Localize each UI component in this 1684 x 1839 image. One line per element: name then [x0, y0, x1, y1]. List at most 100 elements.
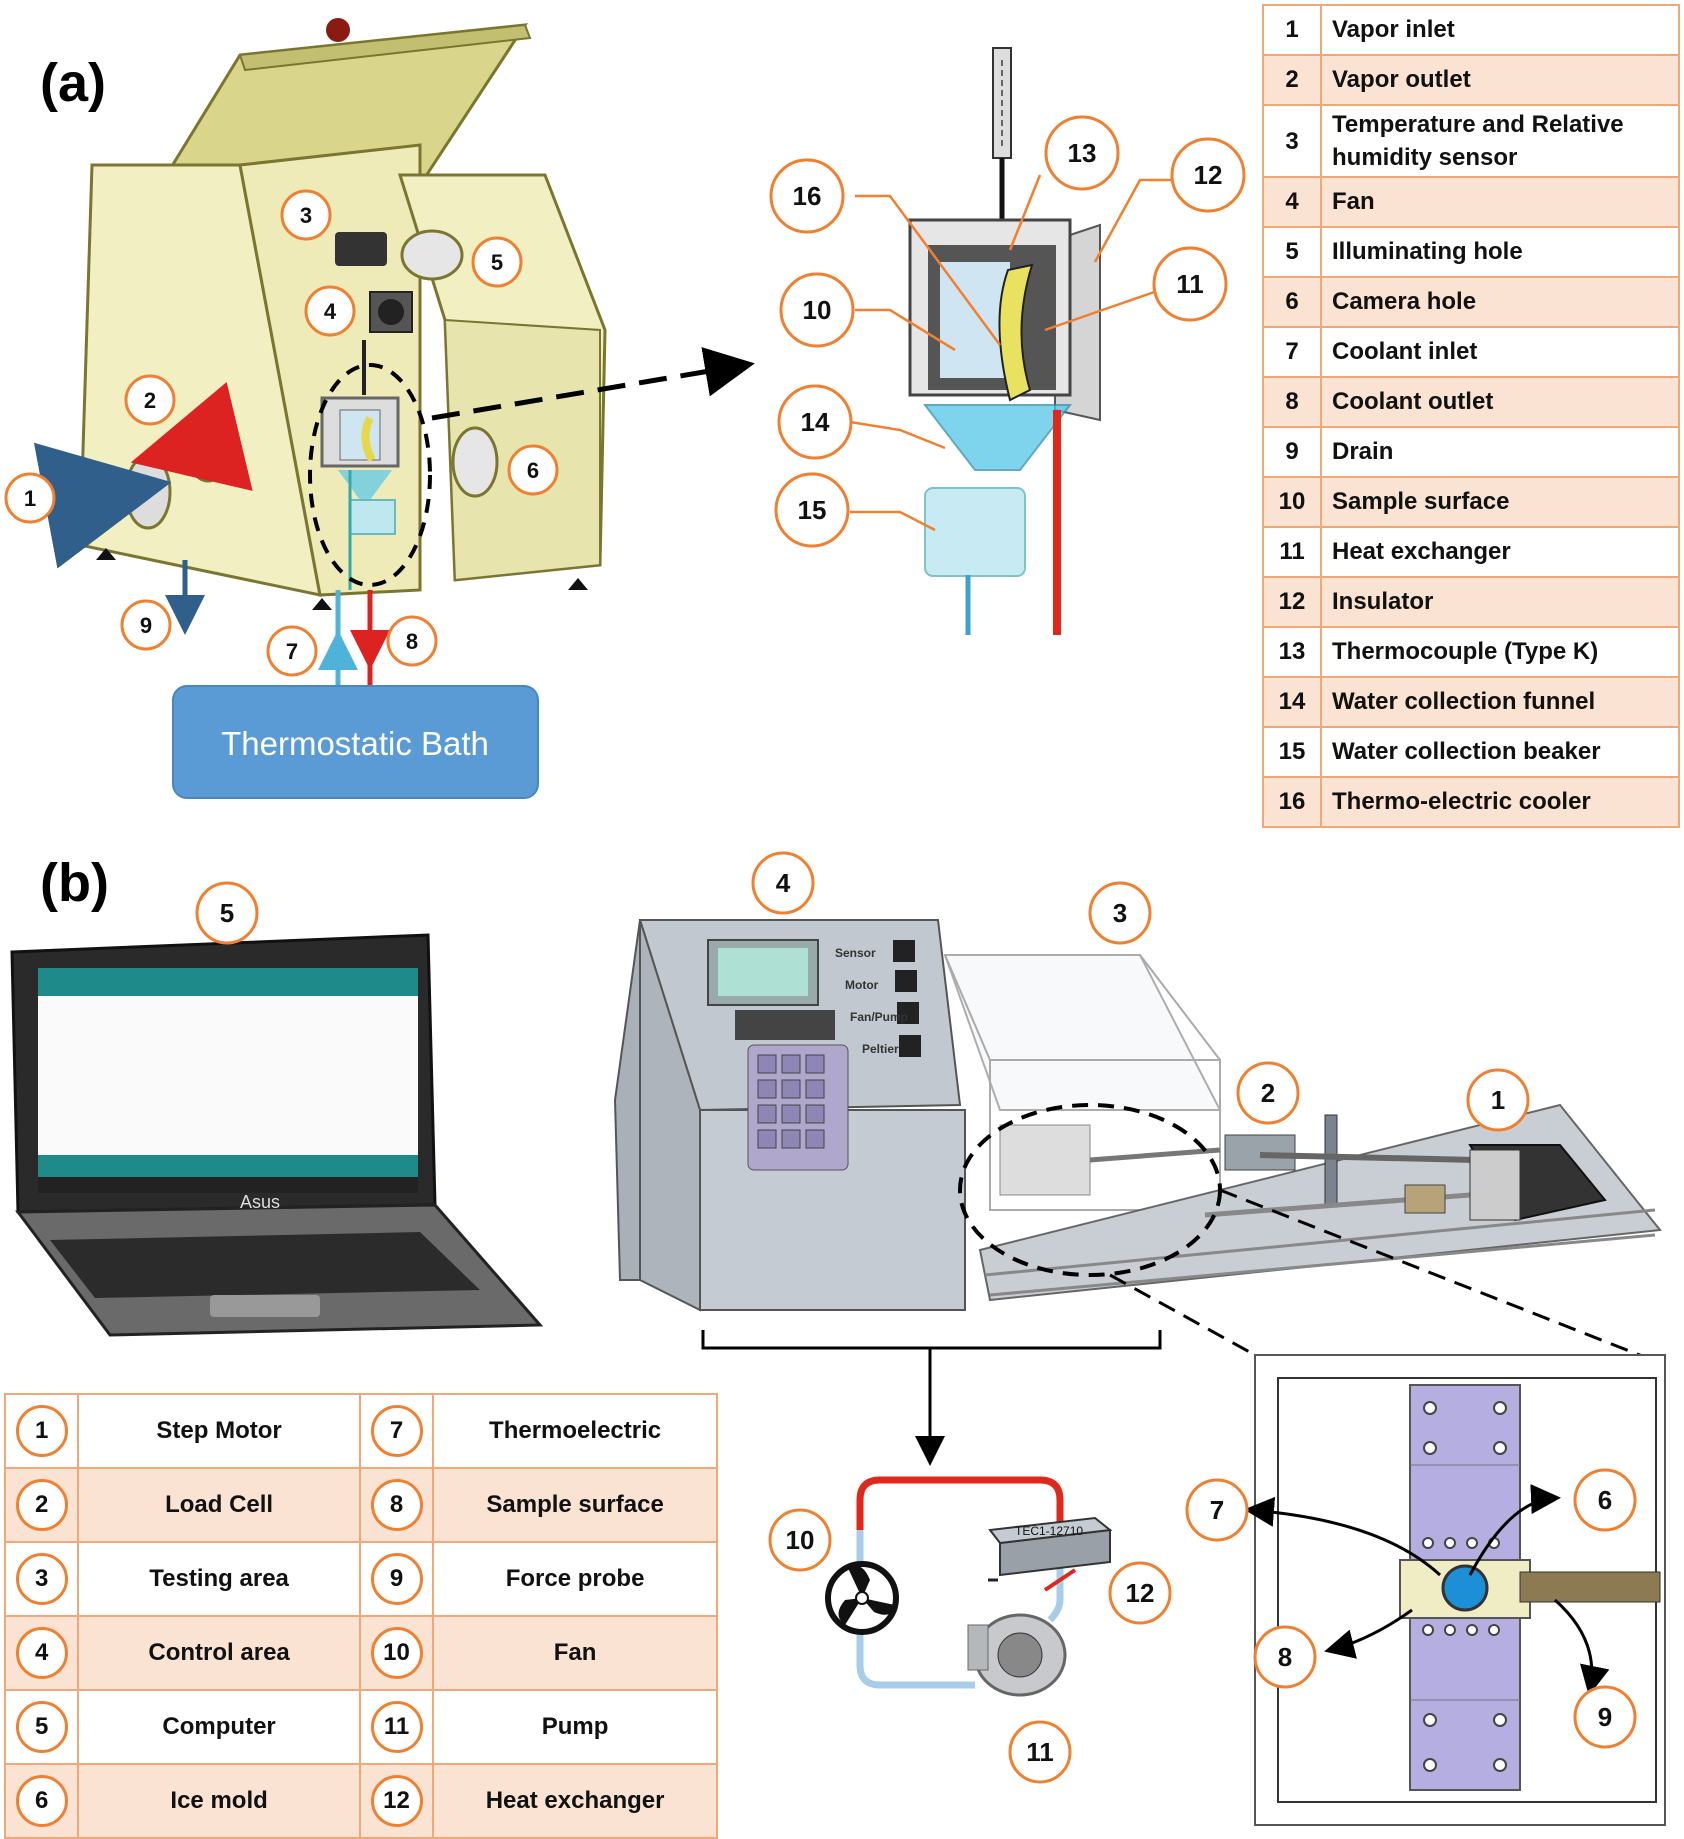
legend-a-name: Heat exchanger [1321, 527, 1679, 578]
legend-a-name: Camera hole [1321, 277, 1679, 328]
legend-b-name: Heat exchanger [433, 1764, 717, 1839]
callout-b-6: 6 [1598, 1485, 1612, 1515]
callout-b-12: 12 [1126, 1578, 1155, 1608]
legend-a-num: 6 [1263, 277, 1322, 328]
legend-a-num: 4 [1263, 177, 1322, 228]
control-label-sensor: Sensor [835, 946, 876, 960]
legend-b-num: 2 [15, 1479, 68, 1531]
legend-a-num: 9 [1263, 427, 1322, 478]
legend-b-name: Force probe [433, 1542, 717, 1617]
panel-b-label: (b) [40, 853, 109, 913]
legend-a-num: 16 [1263, 777, 1322, 828]
legend-a-num: 3 [1263, 105, 1322, 178]
legend-a-name: Insulator [1321, 577, 1679, 628]
legend-b-num: 4 [15, 1627, 68, 1679]
control-box-side [613, 919, 641, 1281]
callout-b-10: 10 [786, 1525, 815, 1555]
legend-a-name: Drain [1321, 427, 1679, 478]
thermostatic-bath [172, 685, 539, 799]
legend-b-num: 10 [370, 1627, 423, 1679]
legend-b-num: 3 [15, 1553, 68, 1605]
legend-b-num: 8 [370, 1479, 423, 1531]
bath-label: Thermostatic Bath [221, 725, 489, 762]
legend-a-num: 12 [1263, 577, 1322, 628]
legend-a-name: Thermocouple (Type K) [1321, 627, 1679, 678]
legend-a-num: 5 [1263, 227, 1322, 278]
legend-a-num: 2 [1263, 55, 1322, 106]
callout-9: 9 [140, 613, 152, 638]
legend-a-num: 10 [1263, 477, 1322, 528]
legend-b-name: Step Motor [78, 1394, 361, 1469]
legend-a-num: 15 [1263, 727, 1322, 778]
legend-a-name: Water collection funnel [1321, 677, 1679, 728]
legend-b-num: 9 [370, 1553, 423, 1605]
panel-b-diagram: Asus Sensor Motor Fan/Pump Peltier [10, 851, 1666, 1826]
legend-a-name: Water collection beaker [1321, 727, 1679, 778]
legend-a-name: Coolant inlet [1321, 327, 1679, 378]
legend-a-name: Coolant outlet [1321, 377, 1679, 428]
legend-a-name: Temperature and Relative humidity sensor [1321, 105, 1679, 178]
control-label-fanpump: Fan/Pump [850, 1010, 908, 1024]
callout-b-11: 11 [1026, 1737, 1054, 1767]
legend-b-name: Testing area [78, 1542, 361, 1617]
laptop-brand: Asus [240, 1192, 280, 1212]
legend-a-name: Vapor inlet [1321, 5, 1679, 56]
callout-10: 10 [803, 295, 832, 325]
callout-8: 8 [406, 629, 418, 654]
callout-b-9: 9 [1598, 1702, 1612, 1732]
legend-a-num: 11 [1263, 527, 1322, 578]
callout-b-2: 2 [1261, 1078, 1275, 1108]
panel-a-label: (a) [40, 53, 106, 113]
legend-b-name: Fan [433, 1616, 717, 1691]
control-label-motor: Motor [845, 978, 879, 992]
legend-b-name: Thermoelectric [433, 1394, 717, 1469]
legend-b-name: Pump [433, 1690, 717, 1765]
legend-a-num: 8 [1263, 377, 1322, 428]
callout-b-8: 8 [1278, 1642, 1292, 1672]
tec-label: TEC1-12710 [1015, 1524, 1083, 1538]
callout-b-7: 7 [1210, 1495, 1224, 1525]
callout-12: 12 [1194, 160, 1223, 190]
callout-2: 2 [144, 388, 156, 413]
callout-b-1: 1 [1491, 1085, 1505, 1115]
callout-4: 4 [324, 299, 337, 324]
callout-b-4: 4 [776, 868, 791, 898]
legend-a-num: 7 [1263, 327, 1322, 378]
legend-a-num: 14 [1263, 677, 1322, 728]
callout-7: 7 [286, 639, 298, 664]
legend-b-name: Load Cell [78, 1468, 361, 1543]
panel-a-diagram: 1 2 3 4 5 6 7 8 9 10 11 12 13 14 15 16 T… [4, 18, 1246, 799]
legend-a-num: 1 [1263, 5, 1322, 56]
control-label-peltier: Peltier [862, 1042, 899, 1056]
callout-13: 13 [1068, 138, 1097, 168]
legend-b-name: Ice mold [78, 1764, 361, 1839]
callout-15: 15 [798, 495, 827, 525]
callout-14: 14 [801, 407, 830, 437]
callout-5: 5 [491, 250, 503, 275]
legend-b-num: 11 [370, 1701, 423, 1753]
legend-a-name: Fan [1321, 177, 1679, 228]
callout-3: 3 [300, 203, 312, 228]
legend-a-name: Sample surface [1321, 477, 1679, 528]
callouts-a [4, 115, 1246, 677]
legend-b-num: 6 [15, 1775, 68, 1827]
legend-b-name: Computer [78, 1690, 361, 1765]
legend-b-num: 12 [370, 1775, 423, 1827]
legend-b-num: 7 [370, 1405, 423, 1457]
callout-b-5: 5 [220, 898, 234, 928]
callout-16: 16 [793, 181, 822, 211]
legend-b-name: Control area [78, 1616, 361, 1691]
legend-a-name: Thermo-electric cooler [1321, 777, 1679, 828]
legend-b-num: 1 [15, 1405, 68, 1457]
callout-6: 6 [527, 458, 539, 483]
legend-b-num: 5 [15, 1701, 68, 1753]
legend-a-name: Illuminating hole [1321, 227, 1679, 278]
callout-b-3: 3 [1113, 898, 1127, 928]
legend-a-name: Vapor outlet [1321, 55, 1679, 106]
legend-b-name: Sample surface [433, 1468, 717, 1543]
callout-1: 1 [24, 486, 36, 511]
legend-a-num: 13 [1263, 627, 1322, 678]
callout-11: 11 [1176, 269, 1204, 299]
